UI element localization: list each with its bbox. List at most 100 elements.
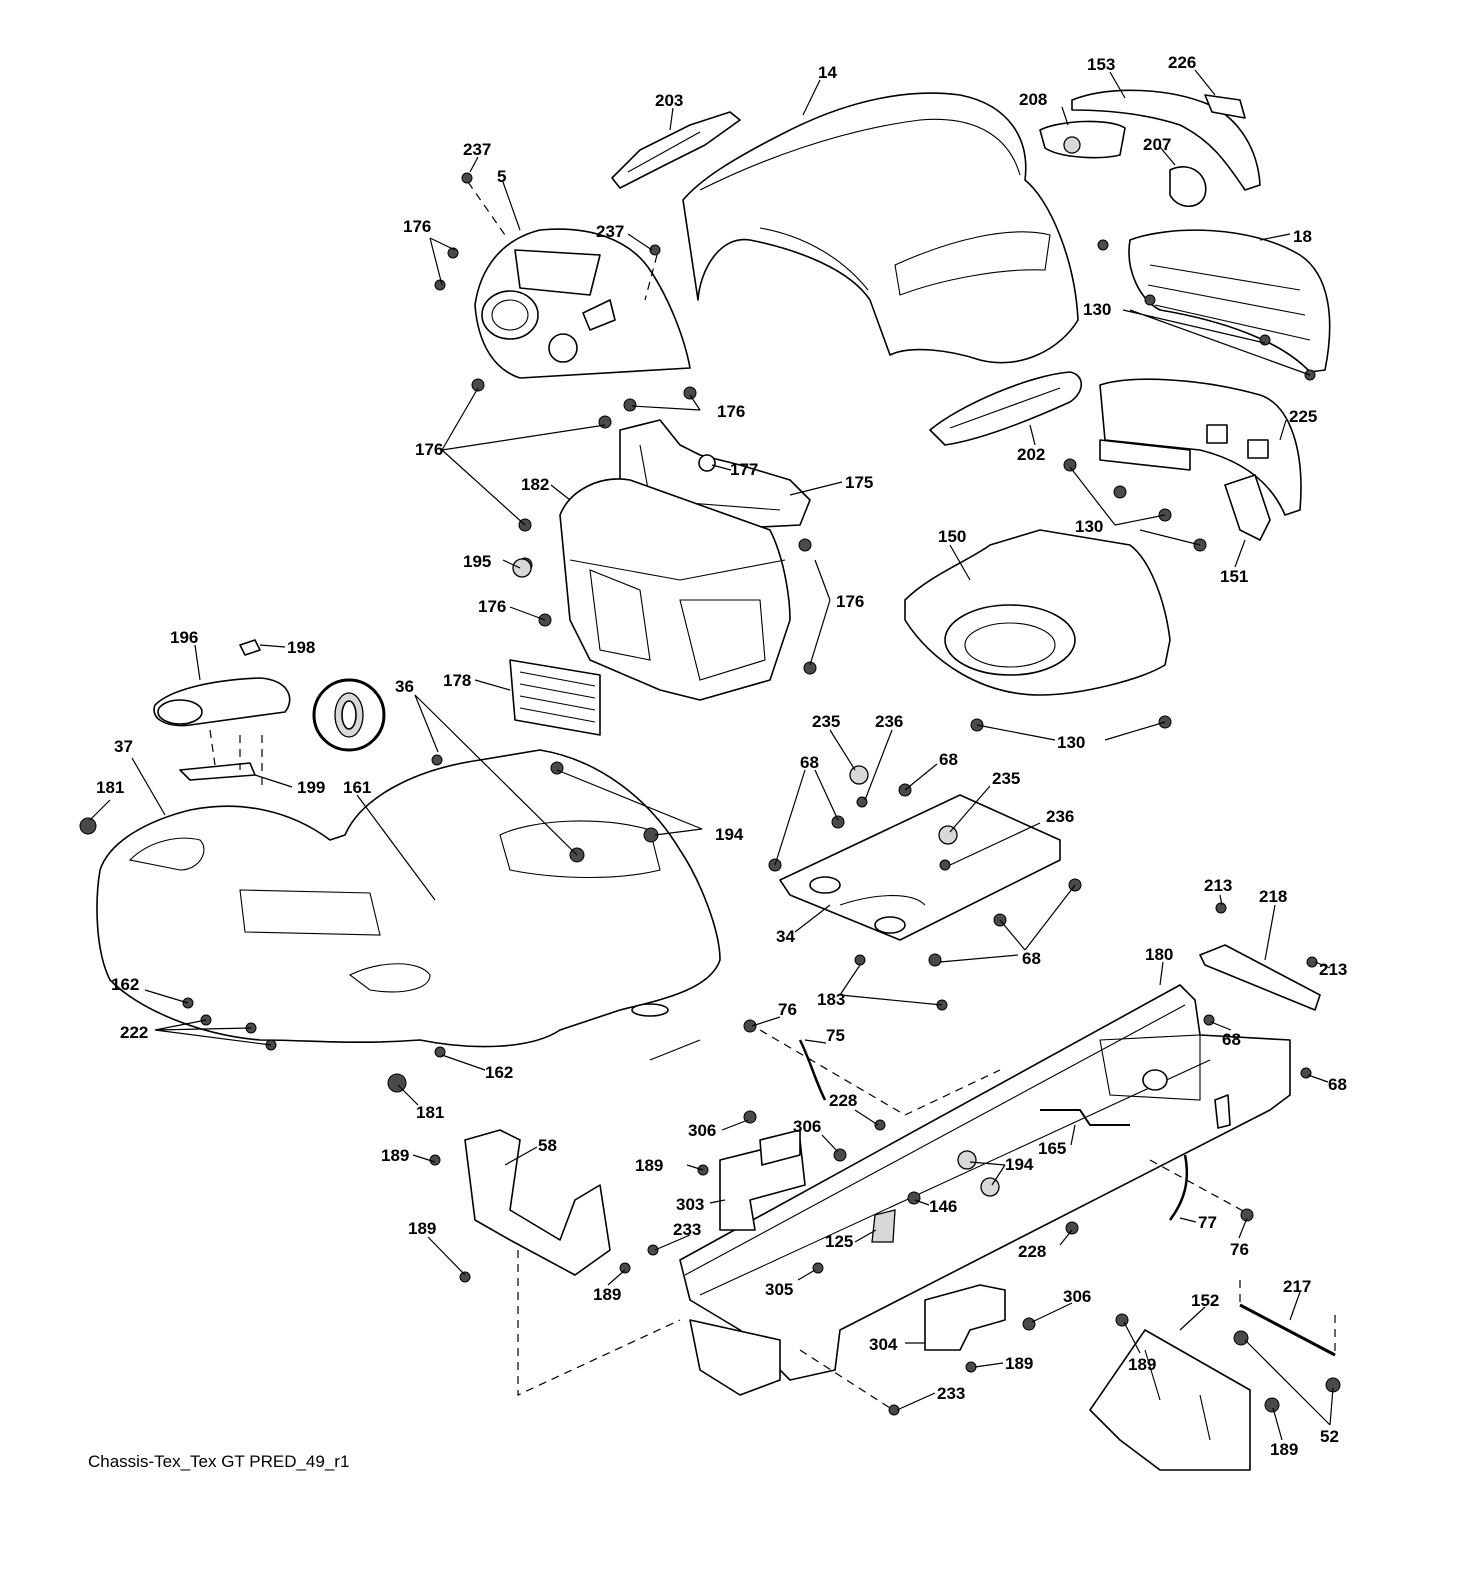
hardware-fasteners (79, 172, 1341, 1416)
callout-label: 161 (343, 778, 371, 797)
assembly-dashed-lines (209, 181, 1336, 1409)
callout-label: 75 (826, 1026, 845, 1045)
callout-label: 306 (688, 1121, 716, 1140)
callout-label: 162 (485, 1063, 513, 1082)
callout-label: 196 (170, 628, 198, 647)
callout-label: 76 (1230, 1240, 1249, 1259)
callout-label: 233 (937, 1384, 965, 1403)
callout-label: 68 (1222, 1030, 1241, 1049)
callout-label: 303 (676, 1195, 704, 1214)
trim-strip-part (611, 111, 741, 189)
callout-label: 207 (1143, 135, 1171, 154)
callout-label: 68 (1328, 1075, 1347, 1094)
callout-label: 181 (96, 778, 124, 797)
callout-label: 213 (1204, 876, 1232, 895)
spring-rod-part (798, 1039, 1189, 1221)
callout-label: 236 (1046, 807, 1074, 826)
air-intake-part (929, 371, 1083, 446)
vent-cover-part (509, 659, 601, 736)
callout-label: 235 (812, 712, 840, 731)
callout-label: 151 (1220, 567, 1248, 586)
dash-panel-part (474, 228, 691, 379)
callout-label: 152 (1191, 1291, 1219, 1310)
callout-label: 189 (1270, 1440, 1298, 1459)
callout-label: 202 (1017, 445, 1045, 464)
callout-label: 228 (829, 1091, 857, 1110)
callout-label: 68 (800, 753, 819, 772)
callout-label: 236 (875, 712, 903, 731)
callout-label: 195 (463, 552, 491, 571)
callout-labels: 14 153 226 203 208 237 5 207 176 237 18 … (96, 53, 1347, 1459)
callout-label: 68 (1022, 949, 1041, 968)
callout-label: 165 (1038, 1139, 1066, 1158)
callout-label: 182 (521, 475, 549, 494)
callout-label: 226 (1168, 53, 1196, 72)
diagram-caption: Chassis-Tex_Tex GT PRED_49_r1 (88, 1452, 349, 1471)
callout-label: 218 (1259, 887, 1287, 906)
callout-label: 77 (1198, 1213, 1217, 1232)
pedal-bracket-part (464, 1129, 611, 1276)
callout-label: 217 (1283, 1277, 1311, 1296)
callout-label: 125 (825, 1232, 853, 1251)
callout-label: 150 (938, 527, 966, 546)
grille-trim-part (1071, 89, 1261, 191)
callout-label: 189 (408, 1219, 436, 1238)
callout-label: 203 (655, 91, 683, 110)
callout-label: 176 (415, 440, 443, 459)
callout-label: 176 (403, 217, 431, 236)
rear-fender-part (96, 749, 721, 1061)
callout-label: 180 (1145, 945, 1173, 964)
callout-label: 162 (111, 975, 139, 994)
callout-label: 178 (443, 671, 471, 690)
callout-label: 213 (1319, 960, 1347, 979)
fan-shroud-part (904, 529, 1171, 696)
callout-label: 18 (1293, 227, 1312, 246)
callout-label: 199 (297, 778, 325, 797)
callout-label: 130 (1075, 517, 1103, 536)
hood-part (682, 92, 1079, 364)
callout-label: 183 (817, 990, 845, 1009)
callout-label: 176 (836, 592, 864, 611)
callout-label: 175 (845, 473, 873, 492)
callout-label: 37 (114, 737, 133, 756)
callout-label: 189 (1128, 1355, 1156, 1374)
fuel-cap-part (153, 639, 291, 781)
detail-inset (312, 678, 386, 752)
rear-plate-part (1199, 944, 1321, 1011)
callout-label: 235 (992, 769, 1020, 788)
callout-label: 237 (596, 222, 624, 241)
front-support-part (559, 478, 791, 701)
callout-label: 146 (929, 1197, 957, 1216)
callout-label: 58 (538, 1136, 557, 1155)
callout-label: 181 (416, 1103, 444, 1122)
support-bracket-part (1224, 474, 1271, 541)
leader-lines (89, 69, 1334, 1441)
callout-label: 194 (715, 825, 744, 844)
callout-label: 68 (939, 750, 958, 769)
callout-label: 189 (1005, 1354, 1033, 1373)
callout-label: 198 (287, 638, 315, 657)
callout-label: 14 (818, 63, 837, 82)
bumper-bracket-part (1099, 378, 1302, 516)
callout-label: 34 (776, 927, 795, 946)
callout-label: 237 (463, 140, 491, 159)
callout-label: 189 (381, 1146, 409, 1165)
callout-label: 306 (793, 1117, 821, 1136)
heat-shield-part (719, 1129, 1006, 1351)
callout-label: 189 (593, 1285, 621, 1304)
callout-label: 305 (765, 1280, 793, 1299)
mounting-plate-part (779, 794, 1061, 941)
callout-label: 5 (497, 167, 506, 186)
callout-label: 36 (395, 677, 414, 696)
callout-label: 225 (1289, 407, 1317, 426)
callout-label: 208 (1019, 90, 1047, 109)
callout-label: 176 (717, 402, 745, 421)
callout-label: 176 (478, 597, 506, 616)
callout-label: 233 (673, 1220, 701, 1239)
callout-label: 76 (778, 1000, 797, 1019)
headlight-part (1039, 120, 1207, 208)
link-rod-part (1239, 1303, 1336, 1357)
belt-cover-part (1089, 1329, 1251, 1471)
callout-label: 228 (1018, 1242, 1046, 1261)
